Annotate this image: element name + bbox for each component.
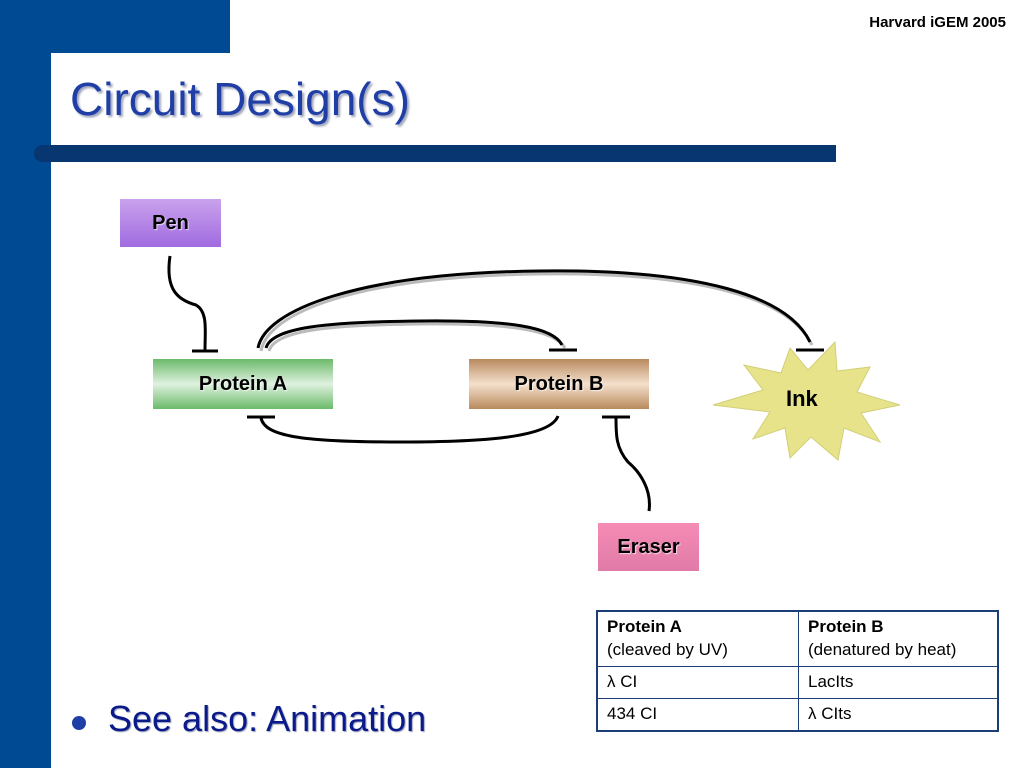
eraser-node: Eraser <box>598 523 699 571</box>
left-frame-bar <box>0 0 51 768</box>
table-cell: LacIts <box>798 665 999 699</box>
slide-title: Circuit Design(s) <box>70 73 410 125</box>
pen-node: Pen <box>120 199 221 247</box>
table-cell: λ CIts <box>798 697 999 732</box>
pen-label: Pen <box>152 211 189 234</box>
title-rule <box>34 145 836 162</box>
protein-b-label: Protein B <box>514 372 604 395</box>
protein-a-to-ink-arrow <box>256 269 812 349</box>
bullet-text: See also: Animation <box>108 698 427 739</box>
table-row: 434 CI λ CIts <box>596 697 999 732</box>
ink-label: Ink <box>786 386 818 411</box>
protein-a-node: Protein A <box>153 359 333 409</box>
header-title: Protein A <box>607 617 682 636</box>
header-subtitle: (denatured by heat) <box>808 639 957 659</box>
pen-repression-arrow <box>167 255 207 351</box>
protein-b-to-a-arrow <box>259 415 560 444</box>
protein-a-to-b-arrow <box>264 319 564 349</box>
bullet-dot <box>72 716 86 730</box>
eraser-repression-arrow <box>614 417 651 512</box>
protein-a-to-b-shadow <box>267 322 567 352</box>
table-cell: λ CI <box>596 665 799 699</box>
header-title: Protein B <box>808 617 884 636</box>
eraser-label: Eraser <box>617 535 680 558</box>
ink-starburst <box>712 340 901 461</box>
header-subtitle: (cleaved by UV) <box>607 639 728 659</box>
table-row: λ CI LacIts <box>596 665 999 699</box>
protein-a-to-ink-shadow <box>259 272 814 352</box>
table-cell: 434 CI <box>596 697 799 732</box>
protein-a-label: Protein A <box>198 372 288 395</box>
table-header-cell: Protein A (cleaved by UV) <box>596 610 799 667</box>
table-header-row: Protein A (cleaved by UV) Protein B (den… <box>596 610 999 667</box>
header-credit: Harvard iGEM 2005 <box>869 14 1006 31</box>
table-header-cell: Protein B (denatured by heat) <box>798 610 999 667</box>
protein-table: Protein A (cleaved by UV) Protein B (den… <box>596 610 999 732</box>
top-frame-bar <box>0 0 230 53</box>
protein-b-node: Protein B <box>469 359 649 409</box>
